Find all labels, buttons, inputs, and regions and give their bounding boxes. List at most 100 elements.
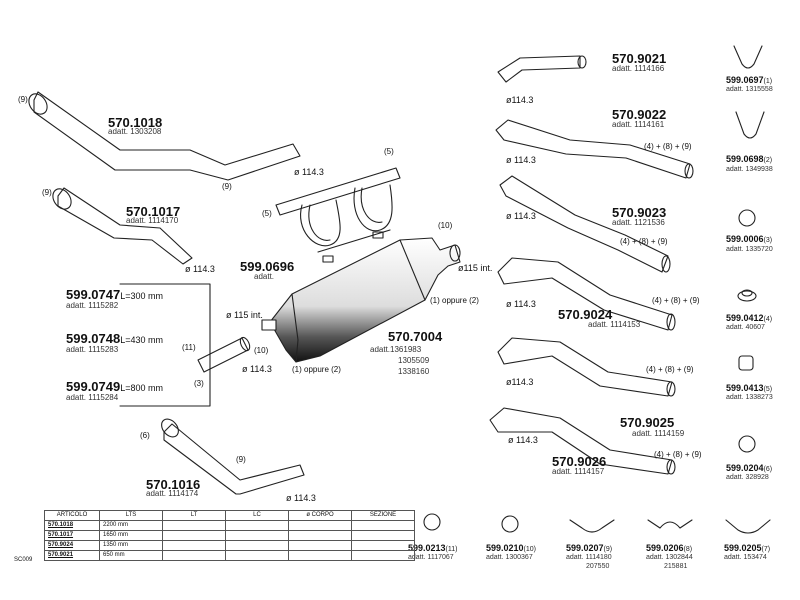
pipe-570-1017 [57,187,193,265]
part-ref: adatt. 1114166 [612,64,665,73]
tag-9: (9) [222,182,232,191]
spec-table: ARTICOLO LTS LT LC ø CORPO SEZIONE 570.1… [44,510,415,561]
diameter-label: ø 114.3 [242,364,272,374]
part-number-570-7004: 570.7004 [388,329,443,344]
part-ref: adatt. 1115282 [66,301,119,310]
table-cell [225,520,289,531]
part-ref: adatt. 1114153 [588,320,641,329]
part-ref: adatt. 40607 [726,324,765,331]
pipe-570-1018 [33,91,301,181]
saddle-clamp-icon [647,519,693,529]
table-cell [162,540,226,551]
table-row: 570.1017 1650 mm [44,530,415,541]
part-ref: adatt. 1114161 [612,120,665,129]
table-cell: 650 mm [99,550,163,561]
diameter-label: ø 114.3 [506,299,536,309]
hanger-strap [360,187,383,223]
clamp-icon [501,515,519,533]
part-number-599-0213: 599.0213(11) [408,543,458,554]
part-number-570-1018: 570.1018 [108,115,163,130]
muffler-outlet [449,244,461,262]
tag-3: (3) [194,379,204,388]
part-ref: adatt. 1121536 [612,218,665,227]
hook-icon [735,111,765,139]
table-row: 570.9021 650 mm [44,550,415,561]
part-ref: 1305509 [398,356,430,365]
part-number-570-9025: 570.9025 [620,415,675,430]
part-ref: adatt. 1114159 [632,429,685,438]
part-ref: adatt. 1335720 [726,246,773,253]
part-ref: adatt. 1302844 [646,554,693,561]
pipe-end [661,255,671,273]
catalog-code: SC009 [14,557,33,563]
pipe-end [684,163,694,179]
table-cell [351,520,415,531]
part-ref: adatt. 1114157 [552,467,605,476]
part-ref: adatt. [254,272,275,281]
table-cell [351,530,415,541]
part-ref: adatt. 1114170 [126,216,179,225]
muffler-inlet [261,319,277,331]
option-label: (1) oppure (2) [292,365,341,374]
saddle-clamp-icon [569,519,615,533]
table-header: SEZIONE [351,510,415,521]
part-ref: adatt. 1117067 [408,554,454,561]
hanger-clip [372,231,384,239]
accessory-label: (4) + (8) + (9) [654,450,702,459]
part-ref: adatt. 153474 [724,554,767,561]
clamp-icon [423,513,441,531]
table-cell: 570.9024 [44,540,100,551]
table-cell [288,530,352,541]
part-ref: adatt. 1114180 [566,554,612,561]
part-number-599-0698: 599.0698(2) [726,154,773,165]
table-row: 570.9024 1350 mm [44,540,415,551]
table-header: ø CORPO [288,510,352,521]
table-cell: 570.1018 [44,520,100,531]
saddle-clamp-icon [725,519,771,534]
part-number-599-0749: 599.0749L=800 mm [66,379,164,394]
table-row: 570.1018 2200 mm [44,520,415,531]
table-cell: 570.9021 [44,550,100,561]
part-number-599-0210: 599.0210(10) [486,543,536,554]
part-number-599-0748: 599.0748L=430 mm [66,331,164,346]
pipe-end [666,381,676,397]
table-cell [288,550,352,561]
hanger-bar [275,167,401,216]
part-ref: adatt. 1349938 [726,166,773,173]
part-number-570-9026: 570.9026 [552,454,607,469]
pipe-end [161,418,179,438]
pipe-570-9022 [495,119,691,179]
part-number-570-9021: 570.9021 [612,51,667,66]
pipe-end [577,55,587,69]
tag-5: (5) [262,209,272,218]
table-cell [162,550,226,561]
part-number-570-9022: 570.9022 [612,107,667,122]
diameter-label: ø 114.3 [508,435,538,445]
table-header: LC [225,510,289,521]
muffler-edge [399,239,426,301]
rubber-ring-icon [741,289,753,297]
rubber-ring-icon [737,290,757,302]
part-number-570-1016: 570.1016 [146,477,201,492]
table-header: LTS [99,510,163,521]
part-number-570-9023: 570.9023 [612,205,667,220]
hanger-strap [353,184,393,232]
diameter-label: ø 115 int. [226,310,263,320]
diameter-label: ø 114.3 [294,167,324,177]
diameter-label: ø 114.3 [185,264,215,274]
part-number-599-0747: 599.0747L=300 mm [66,287,164,302]
diameter-label: ø 114.3 [286,493,316,503]
tag-11: (11) [182,343,196,352]
part-ref: adatt.1361983 [370,345,422,354]
tag-6: (6) [140,431,150,440]
table-cell: 570.1017 [44,530,100,541]
tag-9: (9) [236,455,246,464]
table-cell: 1650 mm [99,530,163,541]
table-cell [351,550,415,561]
pipe-570-9024 [497,257,673,331]
pipe-end [28,93,48,115]
part-number-599-0205: 599.0205(7) [724,543,771,554]
table-cell [351,540,415,551]
table-cell [288,520,352,531]
